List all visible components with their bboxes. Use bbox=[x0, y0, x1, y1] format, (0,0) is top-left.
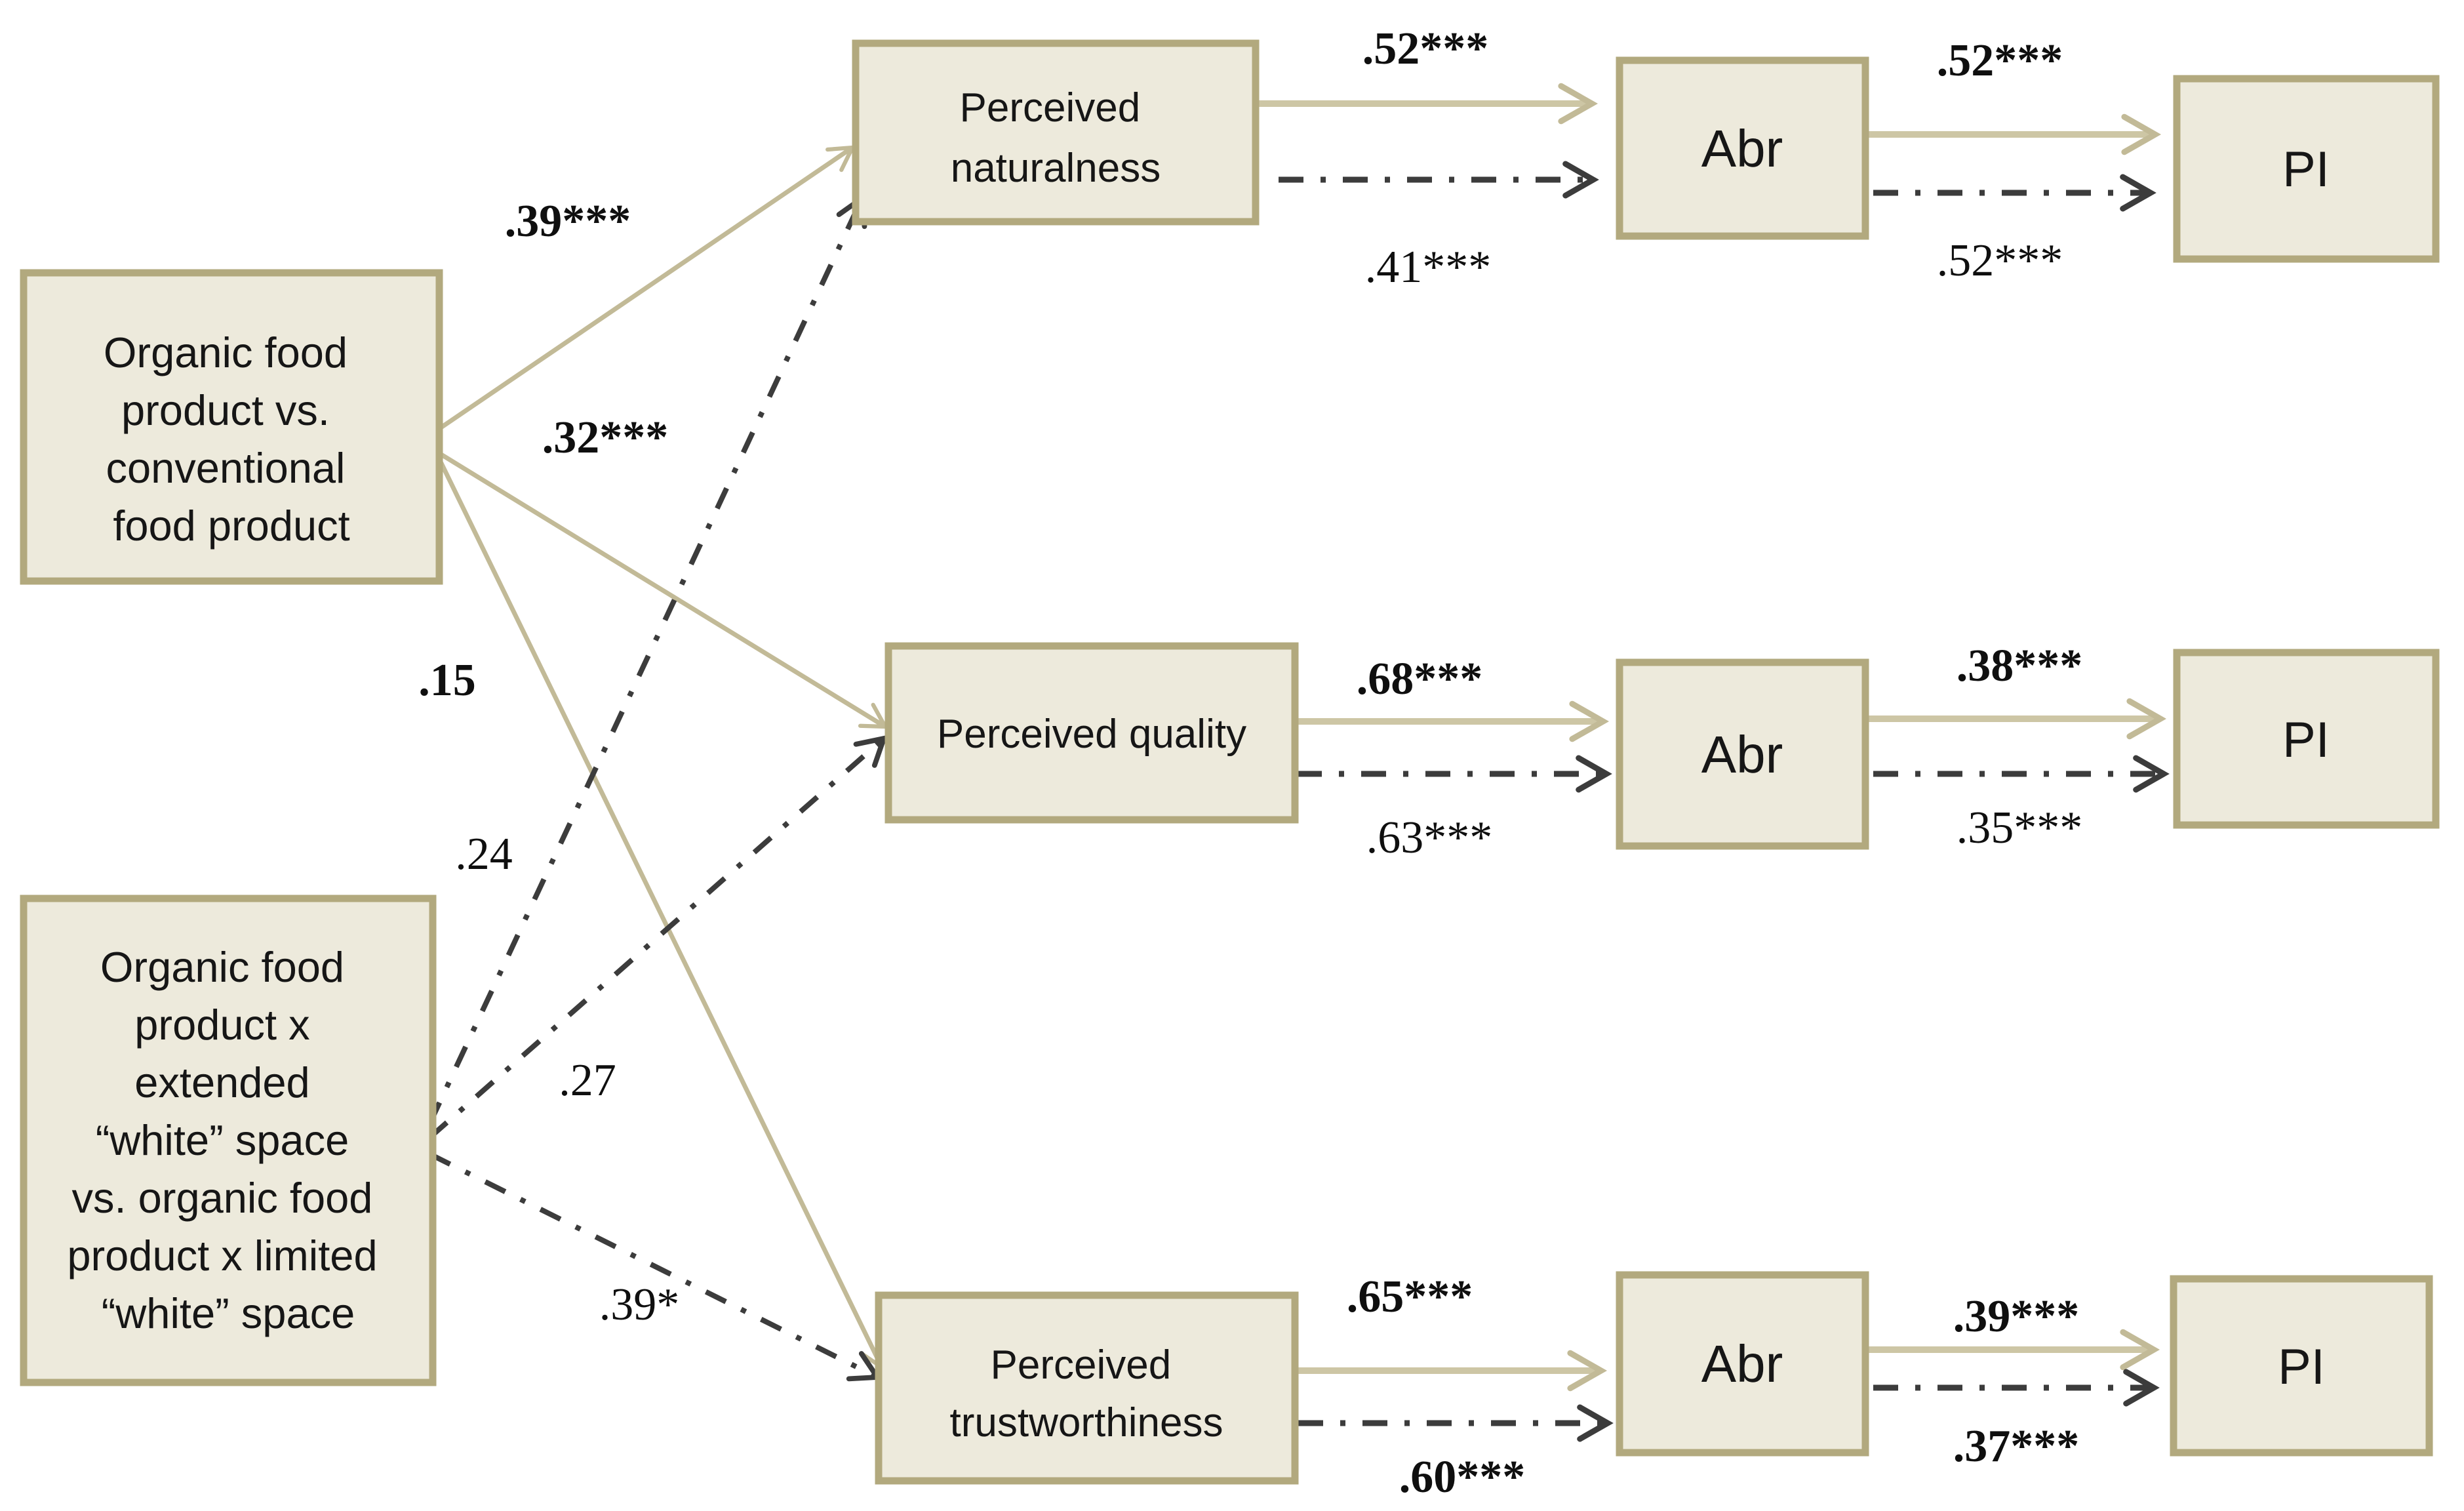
exog-top-line-4: food product bbox=[113, 502, 349, 550]
abr-box-row2 bbox=[1616, 658, 1869, 850]
exog-bottom-box bbox=[20, 895, 437, 1386]
exog-top-box bbox=[20, 269, 443, 585]
coef-abr-pi-row2-dashed: .35*** bbox=[1957, 803, 2083, 853]
pi-box-row3 bbox=[2170, 1275, 2433, 1457]
path-exogtop-quality-solid bbox=[437, 451, 889, 729]
path-exogbottom-naturalness-dashed bbox=[427, 198, 862, 1124]
coef-trustworthiness-abr-dashed: .60*** bbox=[1399, 1452, 1526, 1502]
coef-exogtop-trustworthiness: .15 bbox=[418, 655, 476, 706]
exog-bottom-line-3: extended bbox=[134, 1058, 309, 1106]
coef-exogbottom-trustworthiness: .39* bbox=[599, 1279, 680, 1330]
exog-top-line-3: conventional bbox=[106, 444, 345, 492]
coef-quality-abr-dashed: .63*** bbox=[1366, 813, 1493, 863]
pi-box-row2 bbox=[2173, 649, 2440, 829]
coef-abr-pi-row3-solid: .39*** bbox=[1953, 1291, 2080, 1342]
coef-naturalness-abr-dashed: .41*** bbox=[1365, 242, 1492, 292]
coef-exogbottom-quality: .27 bbox=[559, 1055, 616, 1106]
path-exogtop-trustworthiness-solid bbox=[437, 458, 886, 1371]
coef-exogtop-naturalness: .39*** bbox=[505, 196, 631, 247]
exog-bottom-line-5: vs. organic food bbox=[72, 1174, 373, 1222]
trustworthiness-line-2: trustworthiness bbox=[950, 1400, 1223, 1445]
coef-abr-pi-row1-solid: .52*** bbox=[1937, 35, 2063, 86]
naturalness-line-1: Perceived bbox=[960, 85, 1141, 131]
pi-label-row1: PI bbox=[2282, 142, 2330, 197]
coef-quality-abr-solid: .68*** bbox=[1357, 654, 1483, 704]
abr-box-row1 bbox=[1616, 56, 1869, 240]
abr-label-row2: Abr bbox=[1701, 725, 1783, 784]
path-exogtop-naturalness-solid bbox=[437, 145, 856, 432]
exog-bottom-line-1: Organic food bbox=[100, 943, 344, 991]
abr-label-row3: Abr bbox=[1701, 1335, 1783, 1393]
path-exogbottom-trustworthiness-dashed bbox=[429, 1152, 877, 1377]
abr-label-row1: Abr bbox=[1701, 119, 1783, 178]
coef-exogbottom-naturalness: .24 bbox=[455, 829, 513, 879]
pi-label-row3: PI bbox=[2278, 1339, 2325, 1395]
coef-abr-pi-row3-dashed: .37*** bbox=[1953, 1421, 2080, 1472]
exog-top-line-2: product vs. bbox=[121, 386, 330, 434]
mediator-naturalness-label: Perceived naturalness bbox=[951, 85, 1161, 191]
mediator-quality-box bbox=[884, 642, 1299, 824]
exog-top-line-1: Organic food bbox=[104, 329, 348, 376]
mediator-naturalness-box bbox=[852, 39, 1260, 226]
exog-bottom-line-4: “white” space bbox=[96, 1116, 349, 1164]
exog-top-label: Organic food product vs. conventional fo… bbox=[104, 329, 359, 550]
naturalness-line-2: naturalness bbox=[951, 146, 1161, 191]
exog-bottom-line-2: product x bbox=[134, 1001, 309, 1049]
exog-bottom-line-6: product x limited bbox=[67, 1232, 377, 1279]
exog-bottom-line-7: “white” space bbox=[102, 1289, 355, 1337]
exog-bottom-label: Organic food product x extended “white” … bbox=[67, 943, 389, 1337]
coef-abr-pi-row2-solid: .38*** bbox=[1957, 641, 2083, 691]
coef-trustworthiness-abr-solid: .65*** bbox=[1347, 1272, 1473, 1322]
abr-box-row3 bbox=[1616, 1271, 1869, 1457]
trustworthiness-line-1: Perceived bbox=[991, 1342, 1172, 1388]
mediator-quality-label: Perceived quality bbox=[937, 712, 1246, 757]
coef-abr-pi-row1-dashed: .52*** bbox=[1937, 235, 2063, 286]
quality-line-1: Perceived quality bbox=[937, 712, 1246, 757]
mediator-trustworthiness-label: Perceived trustworthiness bbox=[950, 1342, 1223, 1445]
mediator-trustworthiness-box bbox=[875, 1291, 1299, 1485]
path-exogbottom-quality-dashed bbox=[428, 738, 884, 1140]
pi-label-row2: PI bbox=[2282, 712, 2330, 768]
coef-exogtop-quality: .32*** bbox=[542, 413, 669, 463]
coef-naturalness-abr-solid: .52*** bbox=[1362, 24, 1489, 74]
pi-box-row1 bbox=[2173, 75, 2440, 263]
